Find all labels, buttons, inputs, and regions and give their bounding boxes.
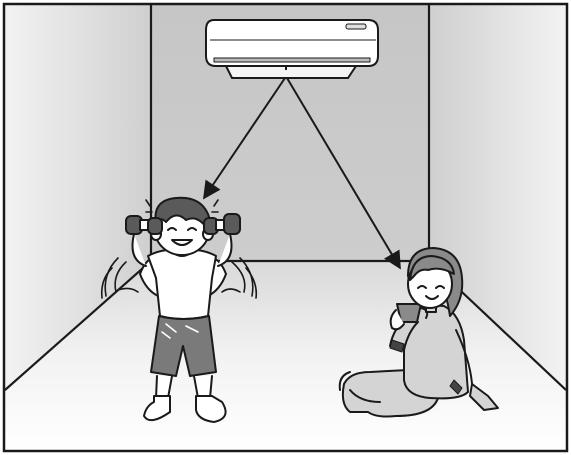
- dumbbell-icon: [125, 215, 163, 235]
- left-wall: [5, 5, 151, 390]
- dumbbell-icon: [203, 213, 241, 235]
- airflow-arrow-left: [202, 77, 286, 200]
- motion-lines-icon: [100, 257, 258, 299]
- right-wall: [429, 5, 566, 390]
- air-conditioner-icon: [205, 19, 379, 79]
- airflow-arrows: [202, 77, 401, 270]
- relaxing-woman: [338, 247, 499, 418]
- exercising-boy: [100, 196, 258, 423]
- airflow-arrow-right: [286, 77, 401, 270]
